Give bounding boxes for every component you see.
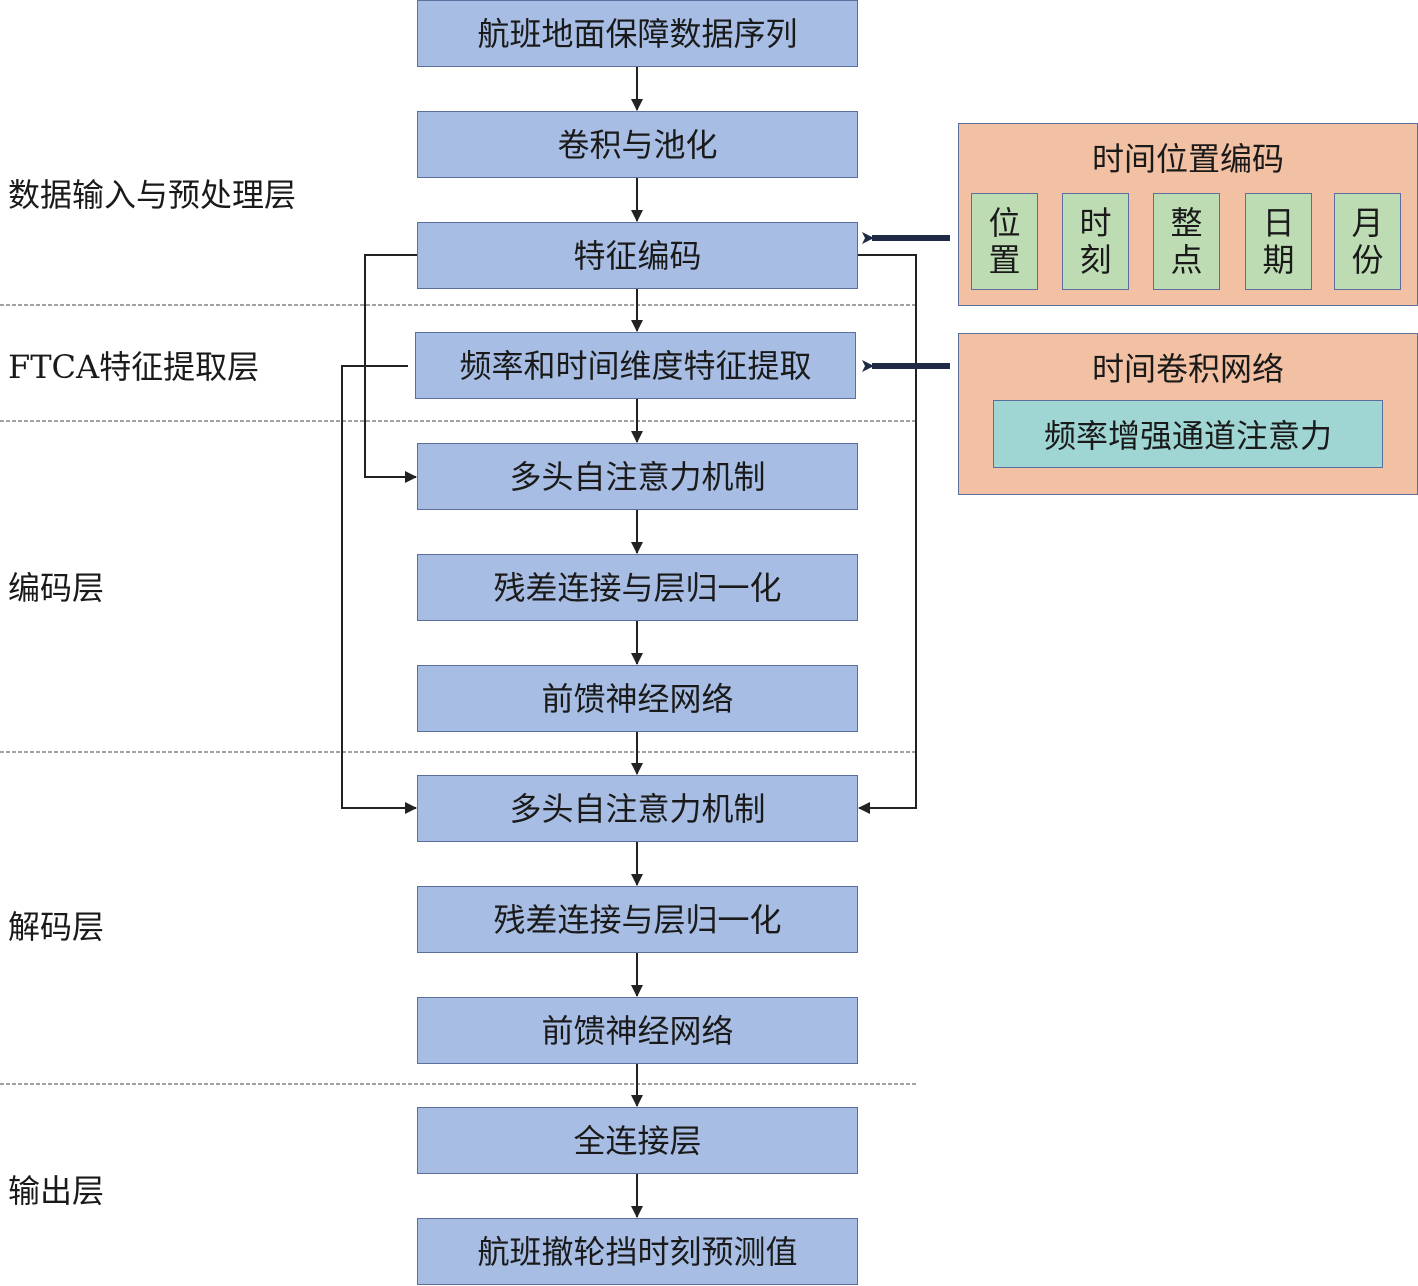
sub-box-text: 点: [1170, 240, 1203, 279]
flow-box-encoder-ffn: 前馈神经网络: [417, 665, 858, 732]
layer-label-decoder: 解码层: [8, 908, 105, 946]
layer-label-encoder: 编码层: [8, 569, 105, 607]
sub-box-text: 刻: [1079, 240, 1112, 279]
sub-box-text: 份: [1351, 240, 1384, 279]
sub-box-time: 时 刻: [1062, 193, 1129, 290]
flow-box-encoder-residual-norm: 残差连接与层归一化: [417, 554, 858, 621]
panel-time-position-encoding: 时间位置编码 位 置 时 刻 整 点 日 期 月 份: [958, 123, 1418, 306]
sub-box-month: 月 份: [1334, 193, 1401, 290]
panel-title: 时间位置编码: [1091, 140, 1284, 178]
panel-title: 时间卷积网络: [1091, 350, 1284, 388]
inner-box-freq-channel-attention: 频率增强通道注意力: [993, 400, 1383, 468]
sub-box-text: 日: [1262, 203, 1295, 242]
flow-box-encoder-attention: 多头自注意力机制: [417, 443, 858, 510]
flow-box-prediction-output: 航班撤轮挡时刻预测值: [417, 1218, 858, 1285]
flow-box-input-sequence: 航班地面保障数据序列: [417, 0, 858, 67]
flow-box-fully-connected: 全连接层: [417, 1107, 858, 1174]
sub-box-date: 日 期: [1245, 193, 1312, 290]
sub-box-text: 整: [1170, 203, 1203, 242]
flow-box-freq-time-extraction: 频率和时间维度特征提取: [415, 332, 856, 399]
sub-box-text: 位: [988, 203, 1021, 242]
skip-connection-encoding-to-decoder-attention: [858, 254, 917, 814]
sub-box-text: 时: [1079, 203, 1112, 242]
panel-temporal-conv-network: 时间卷积网络 频率增强通道注意力: [958, 333, 1418, 495]
flow-box-conv-pooling: 卷积与池化: [417, 111, 858, 178]
skip-connection-ftca-to-decoder-attention: [341, 365, 417, 814]
flow-box-decoder-attention: 多头自注意力机制: [417, 775, 858, 842]
layer-label-ftca: FTCA特征提取层: [8, 348, 260, 386]
sub-box-text: 期: [1262, 240, 1295, 279]
layer-label-input-preprocess: 数据输入与预处理层: [8, 176, 297, 214]
sub-box-hour: 整 点: [1153, 193, 1220, 290]
flow-box-decoder-residual-norm: 残差连接与层归一化: [417, 886, 858, 953]
flow-box-decoder-ffn: 前馈神经网络: [417, 997, 858, 1064]
flow-box-feature-encoding: 特征编码: [417, 222, 858, 289]
layer-label-output: 输出层: [8, 1172, 105, 1210]
sub-box-position: 位 置: [971, 193, 1038, 290]
sub-box-text: 月: [1351, 203, 1384, 242]
sub-box-text: 置: [988, 240, 1021, 279]
